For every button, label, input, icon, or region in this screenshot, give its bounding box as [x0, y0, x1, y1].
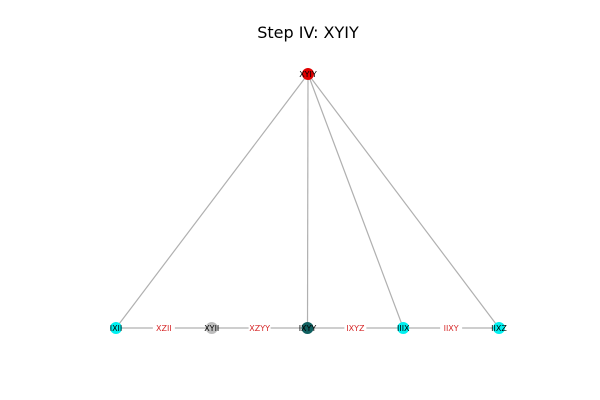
edge-label: IIXY [444, 324, 459, 333]
nodes-layer [110, 68, 505, 334]
node-label-root: XYIY [299, 70, 317, 79]
edge-label-background [248, 323, 271, 333]
node-n4 [397, 322, 410, 334]
node-label-n4: IIIX [397, 324, 410, 333]
edge-label: XZII [156, 324, 172, 333]
edge-label-background [344, 323, 367, 333]
edge-label: IXYZ [346, 324, 365, 333]
node-labels-layer: XYIY IXII XYII IXYY IIIX IIXZ [110, 70, 508, 333]
edge-root-n5 [307, 73, 500, 329]
edge-label: XZYY [249, 324, 270, 333]
edges-layer [115, 73, 500, 329]
edge-label-background [440, 323, 463, 333]
node-n5 [493, 322, 505, 334]
node-n3 [301, 322, 314, 334]
edge-labels-layer: XZII XZYY IXYZ IIXY [152, 323, 463, 333]
diagram-title: Step IV: XYIY [257, 23, 359, 42]
edge-root-n3 [306, 73, 309, 329]
node-n1 [110, 322, 122, 334]
node-label-n5: IIXZ [491, 324, 507, 333]
edge-root-n4 [307, 73, 404, 329]
edge-root-n1 [115, 73, 309, 329]
node-label-n2: XYII [204, 324, 219, 333]
node-root [302, 68, 314, 80]
node-n2 [205, 322, 218, 334]
node-label-n1: IXII [110, 324, 123, 333]
node-label-n3: IXYY [299, 324, 317, 333]
edge-label-background [152, 323, 175, 333]
